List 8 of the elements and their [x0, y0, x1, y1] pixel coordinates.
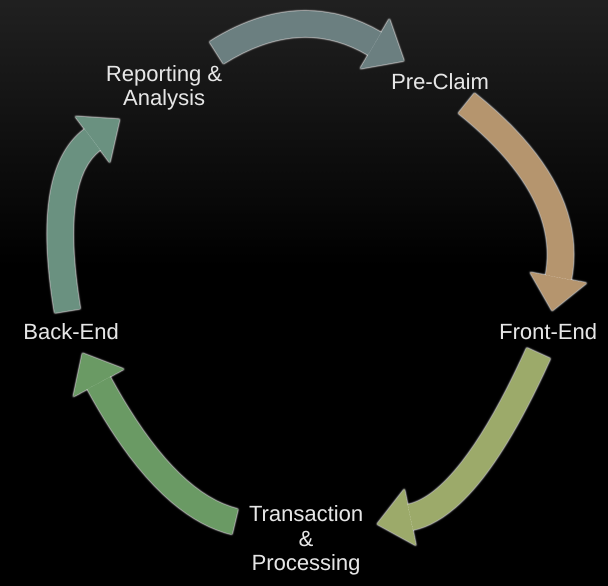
curved-block-arrow [458, 93, 588, 312]
stage-label: Pre-Claim [391, 70, 489, 94]
stage-label: Back-End [23, 320, 119, 344]
stage-label: Reporting & Analysis [104, 62, 224, 110]
curved-block-arrow [47, 116, 118, 313]
curved-block-arrow [378, 348, 550, 546]
stage-label: Front-End [499, 320, 597, 344]
stage-label: Transaction & Processing [248, 502, 364, 575]
